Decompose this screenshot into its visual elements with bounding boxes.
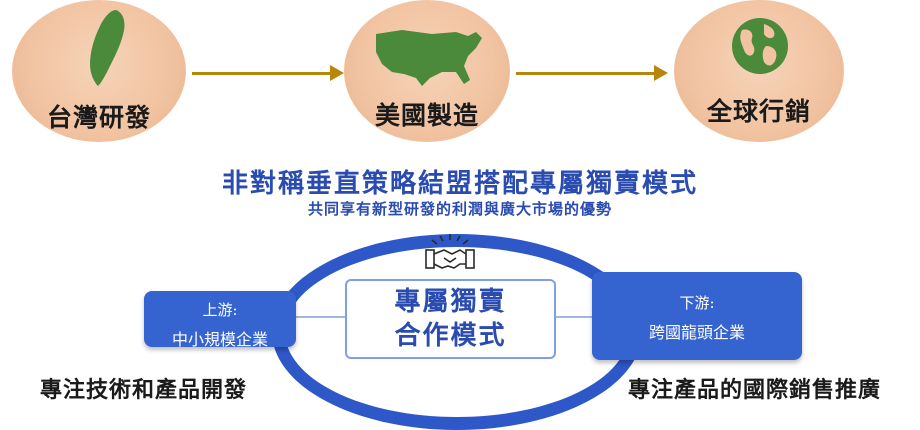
upstream-focus: 專注技術和產品開發 [40, 377, 248, 403]
flow-step-label: 全球行銷 [706, 97, 811, 126]
flow-step-label: 美國製造 [374, 101, 479, 130]
globe-icon [732, 18, 788, 74]
flow-step-usa: 美國製造 [344, 0, 510, 142]
upstream-title: 上游: [202, 301, 238, 319]
downstream-focus: 專注產品的國際銷售推廣 [628, 377, 882, 403]
flow-step-global: 全球行銷 [674, 0, 844, 142]
flow-step-label: 台灣研發 [46, 103, 151, 132]
connector-line [296, 316, 346, 318]
flow-step-taiwan: 台灣研發 [12, 0, 186, 142]
headline: 非對稱垂直策略結盟搭配專屬獨賣模式 [221, 169, 698, 199]
exclusive-model-box: 專屬獨賣 合作模式 [345, 279, 556, 359]
taiwan-map-icon [90, 10, 125, 86]
handshake-icon [425, 234, 475, 269]
upstream-name: 中小規模企業 [171, 330, 268, 349]
connector-line [552, 316, 592, 318]
flow-arrow [192, 65, 344, 81]
center-title-line1: 專屬獨賣 [394, 287, 507, 317]
center-title-line2: 合作模式 [394, 321, 507, 351]
upstream-box: 上游: 中小規模企業 [144, 291, 296, 349]
subline: 共同享有新型研發的利潤與廣大市場的優勢 [307, 200, 612, 218]
downstream-title: 下游: [679, 294, 715, 312]
usa-map-icon [376, 30, 482, 86]
downstream-box: 下游: 跨國龍頭企業 [592, 272, 802, 360]
flow-arrow [516, 65, 668, 81]
downstream-name: 跨國龍頭企業 [648, 323, 745, 342]
